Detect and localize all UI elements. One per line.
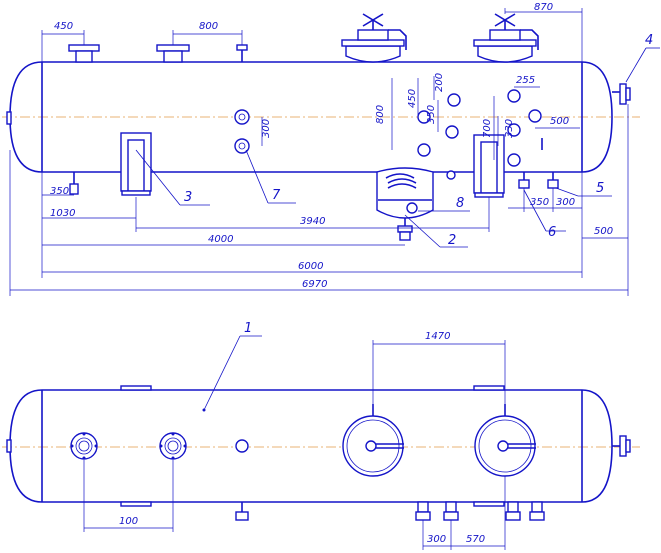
dim-1470: 1470 (425, 331, 450, 342)
dim-100: 100 (119, 516, 138, 527)
callout-8: 8 (456, 196, 464, 211)
plan-nozzle-left-2 (159, 432, 187, 460)
plan-dimensions (83, 340, 506, 550)
dim-4000: 4000 (208, 234, 233, 245)
dim-330-vertical: 330 (504, 119, 515, 138)
dim-450: 450 (54, 21, 73, 32)
dim-300-bottom: 300 (556, 197, 575, 208)
plan-bottom-valves (415, 501, 545, 521)
callout-3: 3 (184, 190, 192, 205)
plan-view: 1470 100 300 570 1 (2, 321, 640, 550)
dim-255: 255 (516, 75, 535, 86)
dim-500-bottom: 500 (594, 226, 613, 237)
level-fittings (417, 89, 542, 167)
callout-1: 1 (244, 321, 252, 336)
top-nozzle-left-2 (156, 44, 190, 63)
dim-350-bottom: 350 (530, 197, 549, 208)
plan-manhole-1 (342, 404, 404, 477)
gauge-fitting-7 (234, 109, 250, 154)
dim-350-vertical: 350 (426, 105, 437, 124)
inlet-nozzle-right (473, 134, 505, 198)
callout-5: 5 (596, 181, 604, 196)
front-view: 450 800 870 255 200 450 800 350 300 700 … (2, 2, 660, 296)
plan-callouts: 1 (202, 321, 262, 412)
end-nozzle-4 (612, 83, 631, 105)
callout-7: 7 (272, 188, 281, 203)
dim-700-vertical: 700 (482, 119, 493, 138)
dim-3940: 3940 (300, 216, 325, 227)
drain-pot-2 (376, 167, 456, 241)
dim-300-vertical: 300 (261, 119, 272, 138)
top-nozzle-left-1 (68, 44, 100, 63)
dim-570: 570 (466, 534, 485, 545)
plan-nozzle-left-1 (70, 432, 98, 460)
dim-6000: 6000 (298, 261, 323, 272)
dim-300-plan: 300 (427, 534, 446, 545)
manhole-cover-1 (341, 13, 407, 63)
front-dimension-labels: 450 800 870 255 200 450 800 350 300 700 … (50, 2, 613, 290)
manhole-cover-2 (473, 13, 539, 63)
support-lugs (120, 385, 505, 507)
plan-manhole-2 (474, 404, 536, 477)
dim-450-vertical: 450 (407, 89, 418, 108)
drain-valve-left (69, 172, 79, 195)
plan-dimension-labels: 1470 100 300 570 (119, 331, 485, 545)
front-callouts: 3 7 2 8 4 5 6 (135, 33, 660, 248)
dim-1030: 1030 (50, 208, 75, 219)
dim-6970: 6970 (302, 279, 327, 290)
inlet-nozzle-3 (120, 132, 152, 196)
drain-valves-6-5 (518, 138, 559, 189)
plan-end-nozzle (612, 435, 631, 457)
dim-200: 200 (434, 73, 445, 92)
vent-valve-top (236, 44, 248, 62)
plan-vent (235, 439, 249, 521)
callout-4: 4 (645, 33, 653, 48)
dim-500-right: 500 (550, 116, 569, 127)
callout-2: 2 (448, 233, 456, 248)
dim-350-left: 350 (50, 186, 69, 197)
dim-800-vertical: 800 (375, 105, 386, 124)
callout-6: 6 (548, 225, 556, 240)
front-dimensions (9, 8, 629, 296)
dim-800-top: 800 (199, 21, 218, 32)
dim-870: 870 (534, 2, 553, 13)
